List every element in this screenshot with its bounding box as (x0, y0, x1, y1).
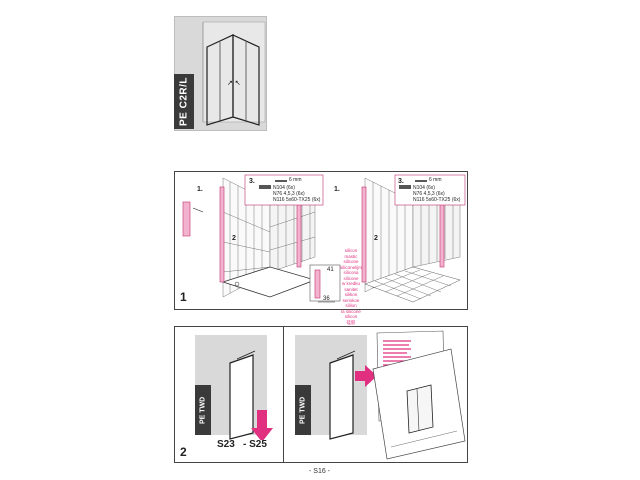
hardware-step-label: 3. (249, 178, 255, 185)
screw-icon-b (399, 185, 411, 189)
wall-profile-left (219, 186, 225, 283)
screw-spec: N104 (6x) (413, 185, 435, 191)
svg-text:↗ ↖: ↗ ↖ (227, 80, 241, 87)
hardware-box-right (394, 174, 466, 206)
screw-icon (259, 185, 271, 189)
dimension-value: 41 (327, 267, 334, 273)
manual-document-illustration (372, 330, 466, 460)
dimension-value: 36 (323, 296, 330, 302)
silicone-language-list: silicon mastic silicone siliconelijm sil… (340, 248, 362, 325)
arrow-down-icon (257, 410, 267, 428)
door-panel-illustration (229, 350, 273, 440)
substep-label: 2 (374, 235, 378, 242)
substep-label: 2 (232, 235, 236, 242)
door-panel-illustration (329, 350, 375, 440)
hardware-step-label: 3. (398, 178, 404, 185)
panel-divider (283, 327, 284, 462)
drill-size-label: 6 mm (289, 177, 302, 183)
drill-size-label: 6 mm (429, 177, 442, 183)
shower-enclosure-illustration: ↗ ↖ (202, 21, 266, 126)
reference-end: - S25 (243, 439, 267, 450)
substep-label: 1. (197, 186, 203, 193)
screw-spec: N76 4,5,3 (6x) (273, 191, 305, 197)
screw-spec: N76 4,5,3 (6x) (413, 191, 445, 197)
product-code-label: PE C2R/L (174, 74, 194, 129)
reference-start: S23 (217, 439, 235, 450)
arrow-right-icon (355, 371, 367, 381)
screw-spec: N104 (6x) (273, 185, 295, 191)
page-number: - S16 - (309, 468, 331, 475)
wall-profile-left-b (361, 186, 367, 283)
step-2-panel: PE TWD S23 - S25 PE TWD (174, 326, 468, 463)
substep-label: 1. (334, 186, 340, 193)
screw-spec: N116 5x60-TX25 (6x) (273, 197, 321, 203)
drain-icon (234, 281, 240, 287)
profile-detail (182, 201, 191, 237)
step-1-panel: 1 1. 2 1. 2 3. 3. 6 mm N104 (6x) N76 4,5… (174, 171, 468, 325)
step-number: 2 (180, 445, 187, 459)
step-1-illustration (182, 174, 466, 303)
hardware-box-left (244, 174, 324, 206)
step-number: 1 (180, 290, 187, 304)
screw-spec: N116 5x60-TX25 (6x) (413, 197, 461, 203)
